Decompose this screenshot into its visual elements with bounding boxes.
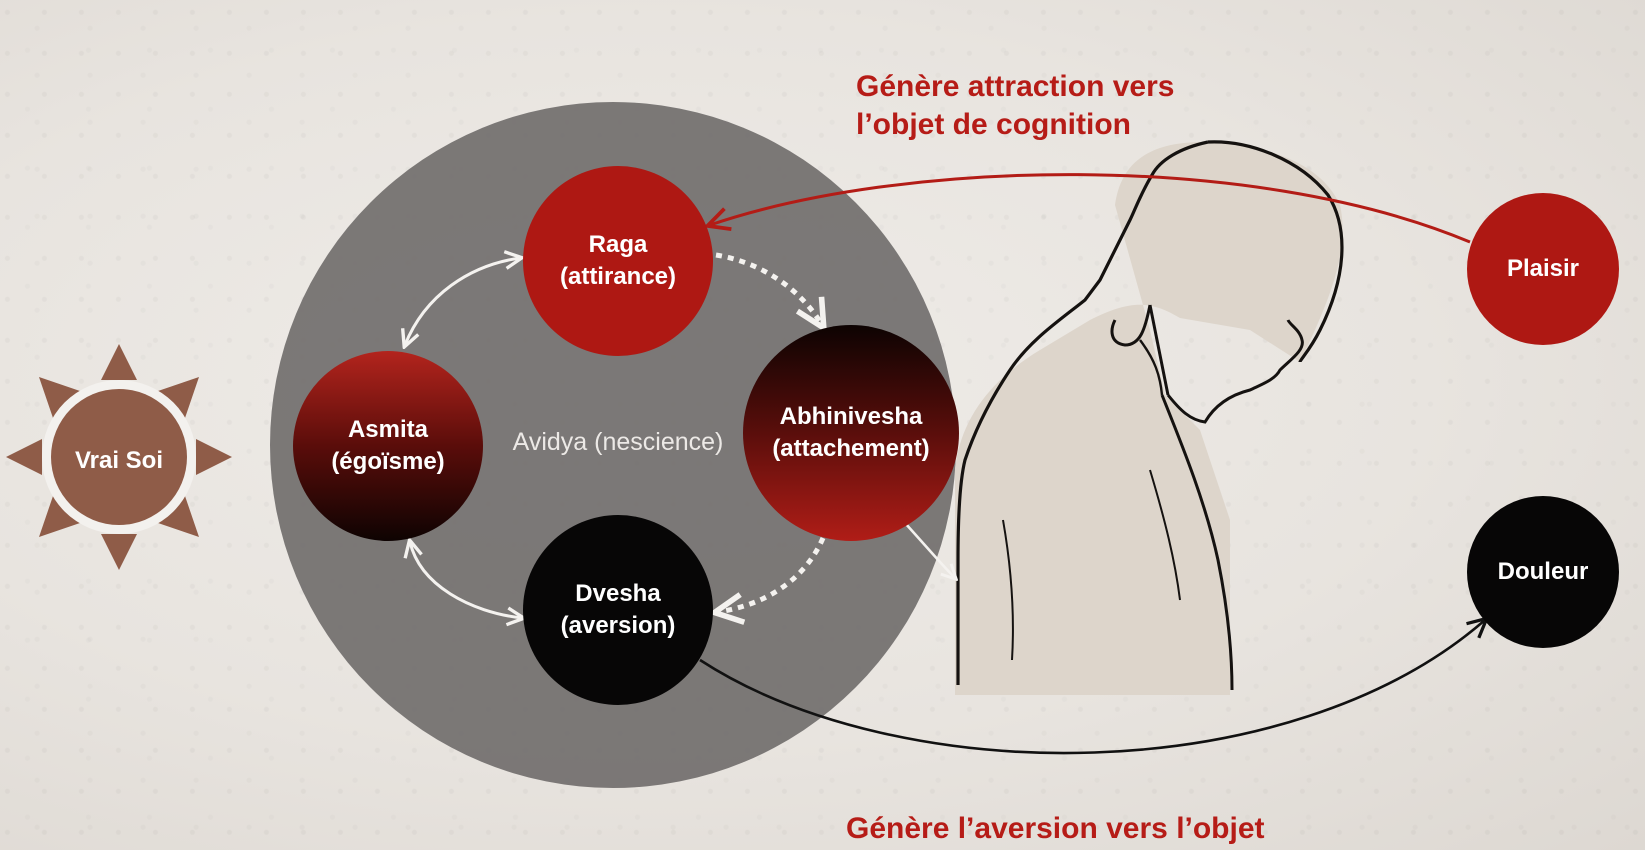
asmita-label: Asmita [347,415,428,443]
vrai-soi-label: Vrai Soi [74,447,164,474]
dvesha-sublabel: (aversion) [560,612,676,639]
abhinivesha-label: Abhinivesha [779,402,923,430]
dvesha-label: Dvesha [575,579,661,607]
plaisir-node: Plaisir [1467,193,1619,345]
aversion-caption: Génère l’aversion vers l’objet [846,810,1265,848]
aversion-arrow [699,620,1485,755]
abhinivesha-sublabel: (attachement) [772,435,930,462]
attraction-caption-line2: l’objet de cognition [856,107,1131,141]
abhinivesha-figure-arrow [904,522,955,578]
attraction-caption-line1: Génère attraction vers [856,70,1175,103]
attraction-arrow [710,173,1471,244]
douleur-label: Douleur [1497,557,1589,585]
asmita-sublabel: (égoïsme) [331,448,445,475]
dvesha-node: Dvesha (aversion) [523,515,713,705]
sun-icon [6,344,232,570]
raga-asmita-arrow [405,258,520,345]
bowed-person-figure [955,140,1344,695]
plaisir-label: Plaisir [1506,254,1580,282]
douleur-node: Douleur [1467,496,1619,648]
asmita-dvesha-arrow [410,542,522,618]
raga-label: Raga [588,230,648,258]
attraction-caption: Génère attraction vers l’objet de cognit… [856,68,1174,143]
abhinivesha-node: Abhinivesha (attachement) [743,325,959,541]
aversion-caption-line1: Génère l’aversion vers l’objet [846,812,1265,845]
asmita-node: Asmita (égoïsme) [293,351,483,541]
avidya-label: Avidya (nescience) [512,428,724,456]
raga-sublabel: (attirance) [559,263,677,290]
raga-abhinivesha-arrow [715,252,822,325]
raga-node: Raga (attirance) [523,166,713,356]
abhinivesha-dvesha-arrow [718,537,826,612]
